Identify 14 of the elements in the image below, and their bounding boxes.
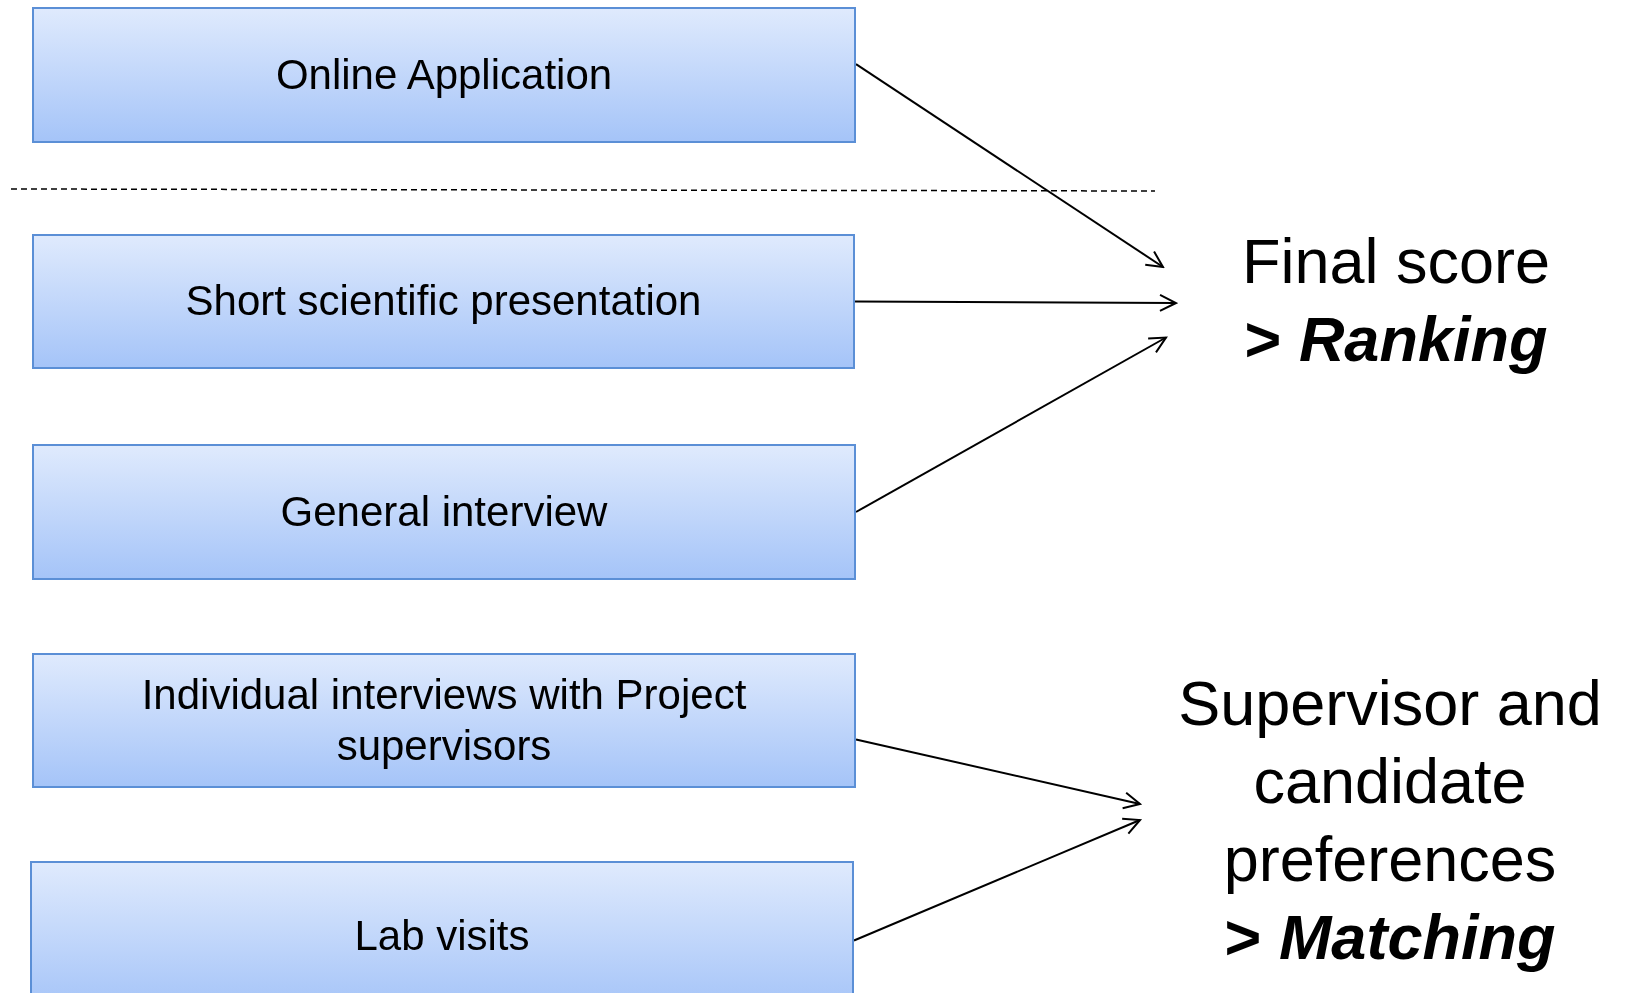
arrow <box>855 63 1164 268</box>
outcome-label: > Matching <box>1224 901 1556 974</box>
arrow <box>855 336 1167 513</box>
process-box: Individual interviews with Project supervisors <box>32 653 856 788</box>
process-box: Short scientific presentation <box>32 234 855 369</box>
arrow <box>854 293 1177 312</box>
process-box: General interview <box>32 444 856 580</box>
process-box: Online Application <box>32 7 856 143</box>
result-heading: Supervisor and candidate preferences <box>1177 667 1603 896</box>
arrow <box>853 817 1141 942</box>
outcome-label: > Ranking <box>1244 303 1548 376</box>
result-heading: Final score <box>1241 225 1551 298</box>
arrow <box>855 738 1141 810</box>
process-box: Lab visits <box>30 861 854 993</box>
